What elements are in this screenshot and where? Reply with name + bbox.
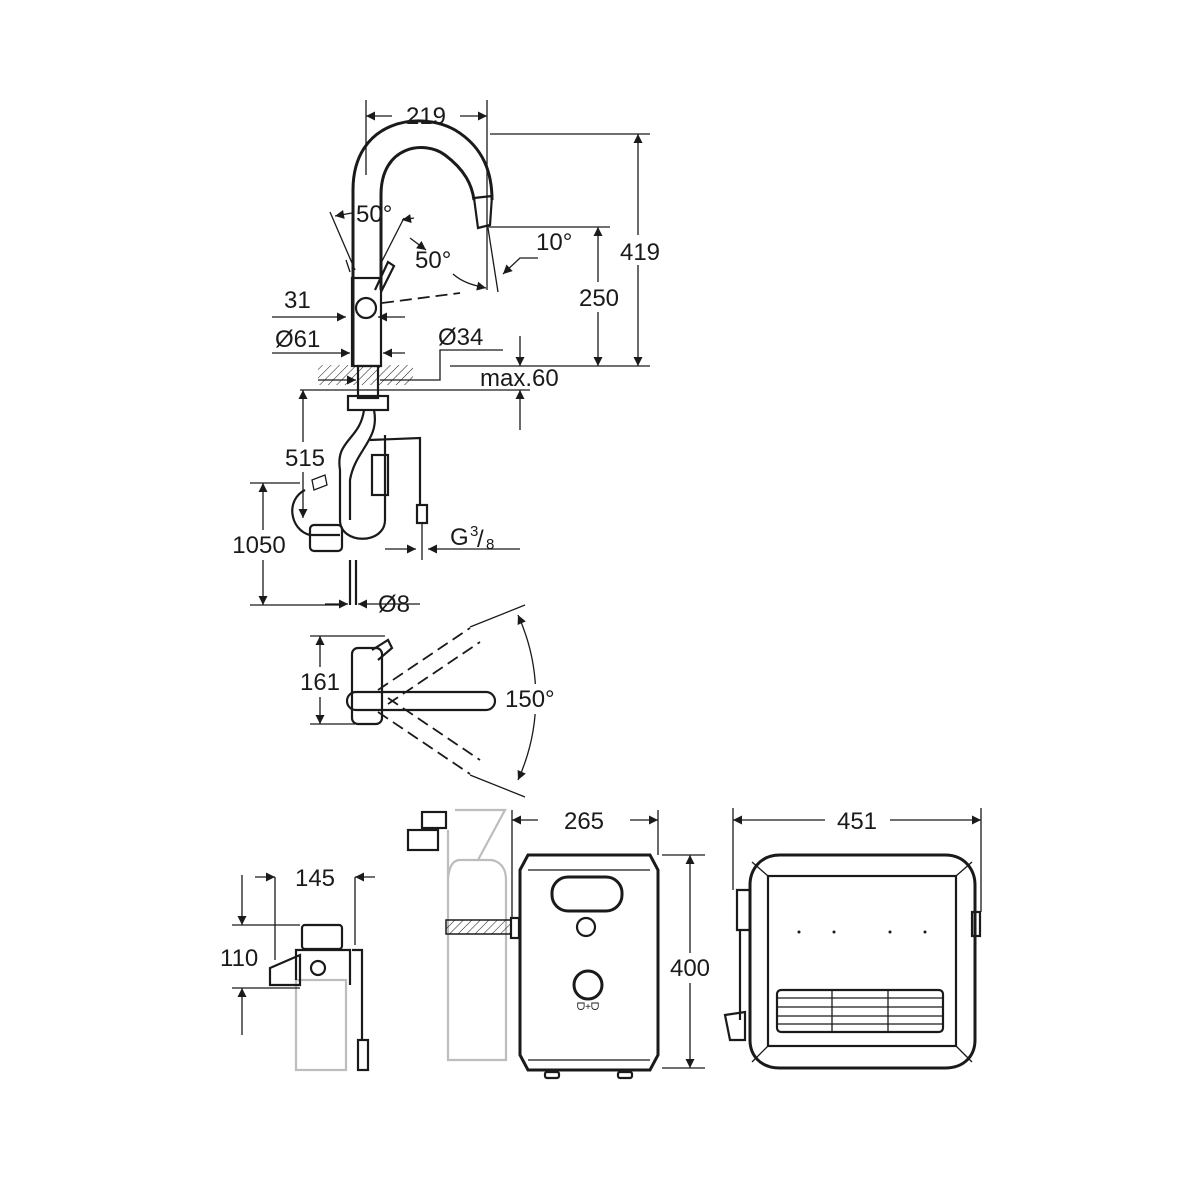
- dim-515: 515: [285, 445, 325, 472]
- countertop-hatch: [318, 365, 413, 385]
- chiller-button: [575, 916, 597, 938]
- faucet-top-view: 161 150°: [296, 604, 558, 798]
- dim-110: 110: [220, 945, 258, 972]
- power-connector: [735, 888, 752, 932]
- dim-250: 250: [579, 285, 619, 312]
- thread-denominator: 8: [486, 536, 494, 553]
- chiller-front-view: ᗜ+ᗜ 265 400: [406, 808, 717, 1080]
- spray-head: [472, 194, 494, 230]
- lever: [374, 260, 396, 293]
- supply-hose: [369, 436, 422, 505]
- dim-161: 161: [300, 669, 340, 696]
- faucet-body: [350, 276, 383, 368]
- chiller-body: [518, 853, 660, 1072]
- power-plug: [723, 1010, 747, 1042]
- dim-31: 31: [284, 287, 311, 314]
- hose-2: [348, 409, 377, 520]
- filter-cartridge: [294, 978, 348, 1072]
- hose-loop: [291, 489, 340, 537]
- wall-bracket: [268, 953, 302, 987]
- thread-label: G: [450, 524, 469, 551]
- dim-1050: 1050: [232, 532, 285, 559]
- filter-sparkling-icon: ᗜ+ᗜ: [577, 1002, 599, 1013]
- dim-219: 219: [406, 103, 446, 130]
- body-top: [350, 646, 384, 726]
- dim-max-60: max.60: [480, 365, 559, 392]
- chiller-side-body: [748, 853, 977, 1070]
- filter-hose: [352, 948, 364, 1040]
- faucet-side-view: 219 419 250 10° 50° 50° 31 Ø61 Ø34: [226, 100, 665, 618]
- shank: [356, 364, 380, 400]
- co2-bottle: [446, 830, 508, 1062]
- lever-hub: [354, 296, 378, 320]
- vent-grille: [775, 988, 945, 1034]
- dim-145: 145: [295, 865, 335, 892]
- spout-outer: [351, 119, 494, 365]
- weight: [308, 523, 344, 553]
- thread-slash: /: [477, 526, 484, 553]
- thread-numerator: 3: [470, 523, 478, 540]
- dim-angle-150: 150°: [505, 686, 555, 713]
- hose-1: [338, 409, 387, 540]
- valve: [370, 453, 390, 497]
- chiller-side-view: 451: [723, 808, 982, 1070]
- dim-451: 451: [837, 808, 877, 835]
- dim-diameter-34: Ø34: [438, 324, 483, 351]
- dim-265: 265: [564, 808, 604, 835]
- supply-connector: [415, 503, 429, 525]
- filter-unit: 145 110: [220, 865, 375, 1072]
- dim-400: 400: [670, 955, 710, 982]
- side-panel: [766, 874, 958, 1048]
- grohe-blue-logo: [572, 969, 604, 1001]
- dim-angle-50-front: 50°: [415, 247, 451, 274]
- spout-top: [345, 690, 497, 712]
- display: [550, 875, 624, 913]
- dim-diameter-8: Ø8: [378, 591, 410, 618]
- dim-diameter-61: Ø61: [275, 326, 320, 353]
- mounting-nut: [346, 394, 390, 412]
- dim-419: 419: [620, 239, 660, 266]
- dim-angle-10: 10°: [536, 229, 572, 256]
- dim-angle-50-back: 50°: [356, 201, 392, 228]
- spout-inner: [379, 146, 476, 290]
